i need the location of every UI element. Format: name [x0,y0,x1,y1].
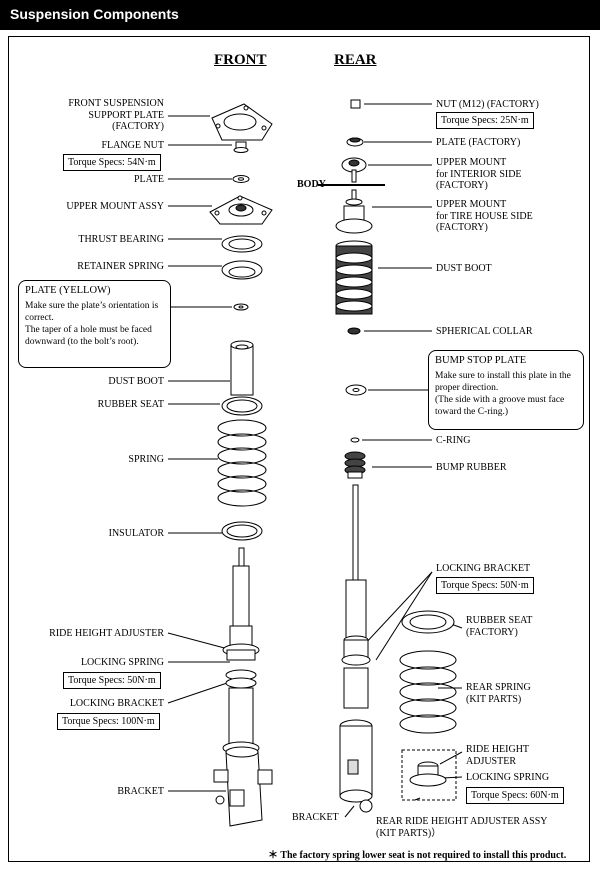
label-front-locking-spring: LOCKING SPRING [80,657,164,668]
front-rubber-seat [221,396,263,416]
front-plate [232,175,250,183]
rear-bump-stop-plate [345,384,367,396]
label-rear-bump-rubber: BUMP RUBBER [436,462,507,473]
label-rear-nut: NUT (M12) (FACTORY) [436,99,539,110]
torque-front-flange-nut: Torque Specs: 54N·m [63,154,161,171]
label-rear-ride-height-adjuster: RIDE HEIGHT ADJUSTER [466,744,530,767]
label-front-plate: PLATE [134,174,164,185]
torque-front-locking-bracket: Torque Specs: 100N·m [57,713,160,730]
label-rear-plate: PLATE (FACTORY) [436,137,521,148]
rear-leader-lines [318,103,463,818]
label-front-insulator: INSULATOR [108,528,164,539]
label-rear-upper-mount-tire: UPPER MOUNT for TIRE HOUSE SIDE (FACTORY… [436,199,533,233]
torque-front-locking-spring: Torque Specs: 50N·m [63,672,161,689]
front-yellow-plate [233,303,249,311]
rear-coil-spring [399,650,457,734]
front-insulator [221,521,263,541]
label-front-locking-bracket: LOCKING BRACKET [69,698,164,709]
label-front-thrust-bearing: THRUST BEARING [78,234,164,245]
label-front-rubber-seat: RUBBER SEAT [97,399,164,410]
front-dust-boot [230,340,254,396]
label-rear-adjuster-assy: REAR RIDE HEIGHT ADJUSTER ASSY (KIT PART… [376,816,548,839]
rear-bracket [339,719,373,813]
rear-c-ring [350,437,360,443]
rear-column-heading: REAR [334,52,377,68]
label-rear-dust-boot: DUST BOOT [436,263,492,274]
torque-rear-nut: Torque Specs: 25N·m [436,112,534,129]
rear-nut [350,99,361,109]
front-upper-mount [209,195,273,225]
label-rear-spherical-collar: SPHERICAL COLLAR [436,326,533,337]
footnote: ＊ The factory spring lower seat is not r… [268,850,567,861]
label-rear-locking-bracket: LOCKING BRACKET [436,563,531,574]
label-rear-bracket: BRACKET [292,812,339,823]
rear-rubber-seat [401,610,455,634]
front-bracket [213,746,273,827]
label-front-ride-height-adjuster: RIDE HEIGHT ADJUSTER [49,628,164,639]
note-bump-stop-title: BUMP STOP PLATE [435,355,527,366]
note-bump-stop-text: Make sure to install this plate in the p… [435,371,571,417]
front-coil-spring [217,419,267,507]
diagram-frame [8,36,590,862]
front-support-plate [211,103,273,141]
label-front-bracket: BRACKET [117,786,164,797]
rear-height-adjuster-assy [401,749,457,801]
label-rear-spring: REAR SPRING (KIT PARTS) [466,682,531,705]
front-flange-nut [233,141,249,153]
front-column-heading: FRONT [214,52,267,68]
section-header: Suspension Components [0,0,600,30]
rear-upper-mount-tire [335,189,373,234]
note-plate-yellow: PLATE (YELLOW) Make sure the plate’s ori… [18,280,171,368]
torque-rear-locking-spring: Torque Specs: 60N·m [466,787,564,804]
label-front-retainer-spring: RETAINER SPRING [77,261,164,272]
torque-rear-locking-bracket: Torque Specs: 50N·m [436,577,534,594]
note-plate-yellow-text: Make sure the plate’s orientation is cor… [25,301,159,347]
label-front-dust-boot: DUST BOOT [108,376,164,387]
rear-spherical-collar [347,327,361,335]
label-rear-upper-mount-interior: UPPER MOUNT for INTERIOR SIDE (FACTORY) [436,157,522,191]
rear-plate [346,137,364,147]
rear-dust-boot [335,240,373,315]
front-leader-lines [167,115,237,792]
label-rear-c-ring: C-RING [436,435,471,446]
front-thrust-bearing [221,235,263,253]
label-rear-rubber-seat: RUBBER SEAT (FACTORY) [466,615,533,638]
label-rear-locking-spring: LOCKING SPRING [466,772,550,783]
rear-bump-rubber [344,451,366,479]
front-shock-body [222,547,260,755]
section-title: Suspension Components [10,6,179,22]
rear-shock-body [341,484,371,709]
label-front-upper-mount-assy: UPPER MOUNT ASSY [66,201,164,212]
note-plate-yellow-title: PLATE (YELLOW) [25,285,111,296]
label-front-support-plate: FRONT SUSPENSION SUPPORT PLATE (FACTORY) [68,98,164,132]
label-front-spring: SPRING [128,454,164,465]
label-body: BODY [297,179,326,190]
note-bump-stop-plate: BUMP STOP PLATE Make sure to install thi… [428,350,584,430]
rear-upper-mount-interior [341,157,367,183]
label-front-flange-nut: FLANGE NUT [101,140,165,151]
front-retainer-spring [221,260,263,280]
